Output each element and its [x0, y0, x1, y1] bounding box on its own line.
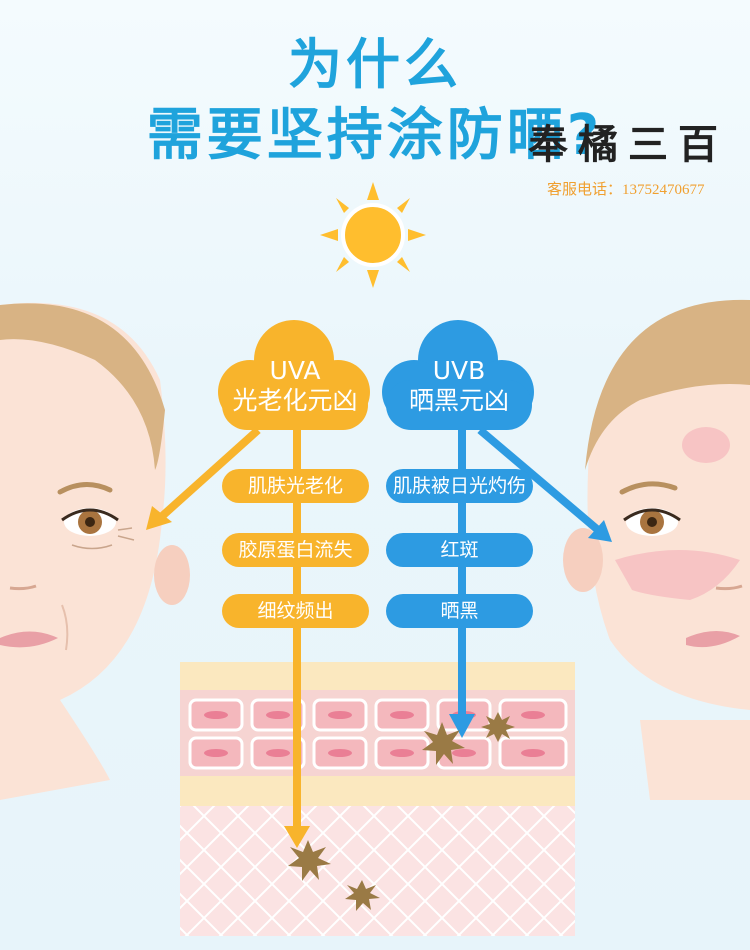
uva-effect-pill: 肌肤光老化 [222, 469, 369, 503]
uva-cloud-label: UVA 光老化元凶 [222, 356, 368, 416]
brand-watermark: 奉橘三百 [528, 121, 728, 168]
uva-effect-pill: 胶原蛋白流失 [222, 533, 369, 567]
left-face [0, 302, 190, 800]
uvb-effect-pill: 肌肤被日光灼伤 [386, 469, 533, 503]
page-title-line1: 为什么 [288, 33, 462, 96]
uva-cloud [218, 320, 370, 430]
contact-phone: 客服电话：13752470677 [547, 182, 705, 198]
uva-name: UVA [269, 356, 321, 385]
uvb-effect-pill: 晒黑 [386, 594, 533, 628]
uvb-cloud-label: UVB 晒黑元凶 [386, 356, 532, 416]
damage-star-icon [288, 712, 515, 911]
uvb-subtitle: 晒黑元凶 [408, 386, 509, 415]
skin-layers [180, 662, 575, 936]
page-title-line2: 需要坚持涂防晒? [146, 103, 604, 168]
uvb-cloud [382, 320, 534, 430]
uva-subtitle: 光老化元凶 [232, 386, 358, 415]
right-face [563, 299, 750, 800]
uvb-effect-pill: 红斑 [386, 533, 533, 567]
uvb-name: UVB [432, 356, 486, 385]
sun-icon [320, 182, 426, 288]
uva-effect-pill: 细纹频出 [222, 594, 369, 628]
